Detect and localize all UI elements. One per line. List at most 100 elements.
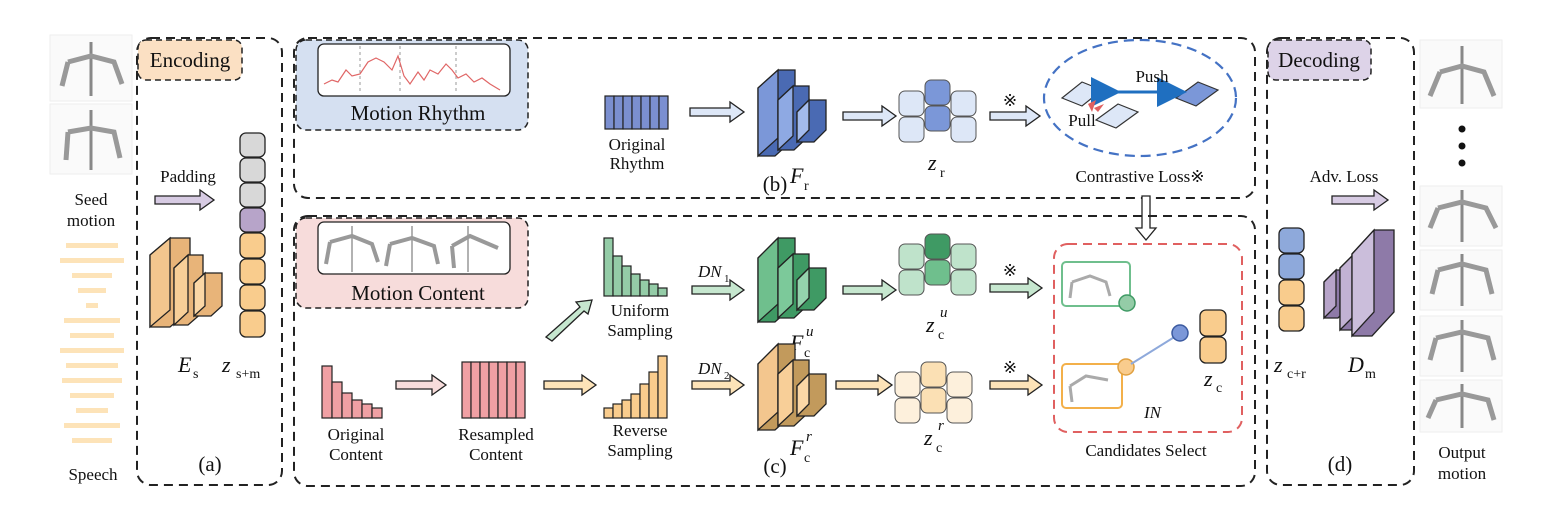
original-content-label-1: Original [328, 425, 385, 444]
seed-label-line2: motion [67, 211, 116, 230]
latent-zsm-symbol: z [221, 352, 231, 377]
candidate-orange [1061, 363, 1123, 409]
latent-zcr-final-subscript: c+r [1287, 367, 1306, 382]
arrow-fcu-to-zcu [842, 278, 898, 302]
network-fcu-block [757, 236, 827, 324]
decoding-title-box [1267, 39, 1372, 81]
speech-waveform-icon [60, 243, 124, 443]
output-motion-figure-4 [1419, 315, 1503, 377]
original-rhythm-label-2: Rhythm [610, 154, 665, 173]
pull-arrows [1088, 100, 1104, 112]
arrow-zcr-to-candidates [989, 373, 1044, 397]
seed-label-line1: Seed [74, 190, 108, 209]
output-motion-figure-2 [1419, 185, 1503, 247]
decoder-dm-block [1323, 228, 1395, 338]
dn2-symbol: DN [697, 359, 723, 378]
output-motion-figure-1 [1419, 39, 1503, 109]
panel-d-id: (d) [1328, 452, 1353, 476]
latent-zcr-subscript: c [936, 441, 942, 456]
padding-arrow [154, 188, 216, 212]
network-fcr-superscript: r [806, 429, 812, 445]
latent-zcr-symbol: z [923, 425, 933, 450]
latent-zcr-stack [1278, 227, 1305, 332]
selection-dot [1171, 324, 1189, 342]
network-fr-subscript: r [804, 179, 809, 194]
arrow-orig-to-resampled [395, 373, 448, 397]
network-fr-symbol: F [789, 163, 804, 188]
rhythm-curve-panel [317, 43, 511, 97]
in-label: IN [1143, 403, 1163, 422]
encoder-symbol: E [177, 352, 192, 377]
candidates-label: Candidates Select [1085, 441, 1207, 460]
encoder-es-block [149, 236, 223, 329]
arrow-fcr-to-zcr [835, 373, 894, 397]
rhythm-title: Motion Rhythm [351, 101, 486, 125]
arrow-dn2 [691, 373, 746, 397]
latent-zcr-superscript: r [938, 418, 944, 434]
network-fcu-superscript: u [806, 324, 814, 340]
resampled-content-label-1: Resampled [458, 425, 534, 444]
dn1-subscript: 1 [724, 273, 730, 285]
reverse-sampling-histogram [603, 355, 668, 419]
decoding-title: Decoding [1278, 48, 1360, 72]
candidate-green-pose [1068, 274, 1112, 299]
content-pose-panel [317, 221, 511, 275]
latent-zcr-final-symbol: z [1273, 352, 1283, 377]
latent-zr-grid [898, 79, 977, 143]
zc-subscript: c [1216, 381, 1222, 396]
panel-a-id: (a) [198, 452, 221, 476]
decoder-symbol: D [1347, 352, 1364, 377]
seed-motion-figure-2 [49, 103, 133, 175]
arrow-to-uniform [544, 299, 593, 342]
output-label-line1: Output [1438, 443, 1486, 462]
network-fcr-symbol: F [789, 435, 804, 460]
arrow-zr-to-contrastive [989, 104, 1042, 128]
output-label-line2: motion [1438, 464, 1487, 483]
panel-c-border [293, 215, 1256, 487]
reverse-label-1: Reverse [613, 421, 668, 440]
encoding-title: Encoding [150, 48, 231, 72]
resampled-content-block [461, 361, 526, 419]
network-fcr-block [757, 342, 827, 432]
candidate-green-dot [1118, 294, 1136, 312]
content-mark-u: ※ [1003, 261, 1017, 280]
latent-zcu-superscript: u [940, 305, 948, 321]
original-rhythm-label-1: Original [609, 135, 666, 154]
arrow-to-reverse [543, 373, 598, 397]
original-content-histogram [321, 365, 383, 419]
rhythm-curve-icon [323, 46, 501, 94]
arrow-dn1 [691, 278, 746, 302]
pull-label: Pull [1068, 111, 1096, 130]
content-title: Motion Content [351, 281, 485, 305]
latent-zr-symbol: z [927, 150, 937, 175]
uniform-sampling-histogram [603, 237, 668, 297]
adv-loss-arrow [1331, 188, 1390, 212]
latent-zcr-grid [894, 361, 973, 424]
network-fcr-subscript: c [804, 451, 810, 466]
candidate-green [1061, 261, 1131, 307]
panel-c-id: (c) [763, 454, 786, 478]
reverse-label-2: Sampling [607, 441, 673, 460]
candidate-orange-dot [1117, 358, 1135, 376]
rhythm-mark: ※ [1003, 91, 1017, 110]
content-pose-icons [324, 226, 499, 272]
selection-line [1130, 335, 1177, 365]
latent-zsm-subscript: s+m [236, 367, 260, 382]
original-rhythm-icon [604, 95, 669, 130]
zc-stack [1199, 309, 1227, 364]
uniform-label-2: Sampling [607, 321, 673, 340]
contrastive-ellipse [1042, 38, 1238, 158]
output-motion-figure-5 [1419, 379, 1503, 433]
panel-b-id: (b) [763, 172, 788, 196]
arrow-rhythm-to-fr [689, 100, 746, 124]
speech-label: Speech [68, 465, 118, 484]
panel-b-border [293, 37, 1256, 199]
output-motion-figure-3 [1419, 249, 1503, 311]
seed-motion-figure-1 [49, 34, 133, 102]
arrow-zcu-to-candidates [989, 276, 1044, 300]
latent-zcu-subscript: c [938, 328, 944, 343]
dn1-symbol: DN [697, 262, 723, 281]
latent-zr-subscript: r [940, 166, 945, 181]
latent-zsm-stack [239, 132, 266, 338]
